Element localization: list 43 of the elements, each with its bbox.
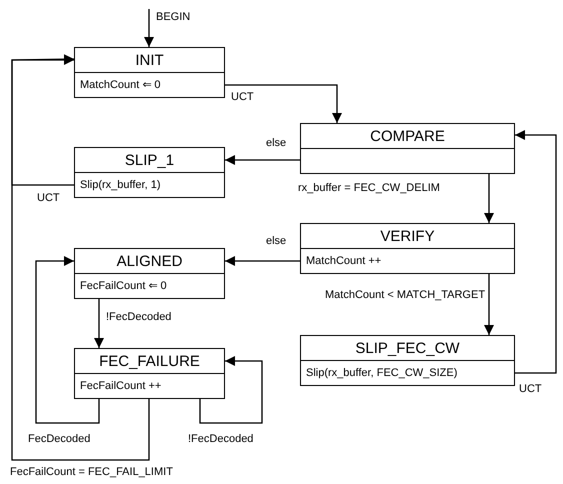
transition-arrow (225, 155, 300, 165)
state-action: FecFailCount ++ (80, 380, 162, 392)
state-box (300, 123, 515, 174)
state-name: COMPARE (370, 128, 445, 144)
state-box (74, 348, 225, 399)
state-action: Slip(rx_buffer, 1) (80, 178, 161, 192)
transition-arrow (199, 356, 263, 424)
transition-arrow (94, 298, 104, 348)
state-action: MatchCount ++ (306, 254, 382, 268)
edge-label: else (266, 235, 286, 248)
edge-label: UCT (519, 383, 542, 396)
transition-arrow (11, 54, 150, 461)
edge-label: UCT (37, 192, 60, 205)
state-action: FecFailCount ⇐ 0 (80, 280, 167, 292)
transition-arrow (225, 256, 300, 266)
transition-arrow (144, 9, 154, 47)
transition-arrow (35, 256, 100, 424)
edge-label: rx_buffer = FEC_CW_DELIM (298, 182, 440, 195)
state-name: SLIP_1 (124, 152, 174, 168)
state-action: MatchCount ⇐ 0 (80, 78, 161, 92)
state-box (74, 47, 225, 98)
edge-label: UCT (231, 91, 254, 104)
state-name: VERIFY (380, 228, 435, 244)
transition-arrow (484, 173, 494, 223)
state-box (300, 335, 515, 386)
edge-label: BEGIN (156, 11, 190, 24)
edge-label: !FecDecoded (188, 433, 254, 446)
edge-label: FecDecoded (28, 433, 90, 446)
state-box (74, 147, 225, 198)
edge-label: else (266, 137, 286, 150)
state-box (300, 223, 515, 274)
transition-arrow (484, 273, 494, 335)
edge-label: FecFailCount = FEC_FAIL_LIMIT (10, 466, 173, 479)
state-action: Slip(rx_buffer, FEC_CW_SIZE) (306, 366, 458, 380)
edge-label: !FecDecoded (106, 311, 172, 324)
state-name: ALIGNED (116, 252, 182, 270)
edge-label: MatchCount < MATCH_TARGET (325, 289, 486, 302)
transition-arrow (515, 130, 557, 374)
state-box (74, 248, 225, 299)
state-name: SLIP_FEC_CW (355, 340, 460, 356)
state-name: INIT (135, 52, 164, 68)
transition-arrow (225, 84, 342, 123)
state-name: FEC_FAILURE (99, 352, 200, 370)
